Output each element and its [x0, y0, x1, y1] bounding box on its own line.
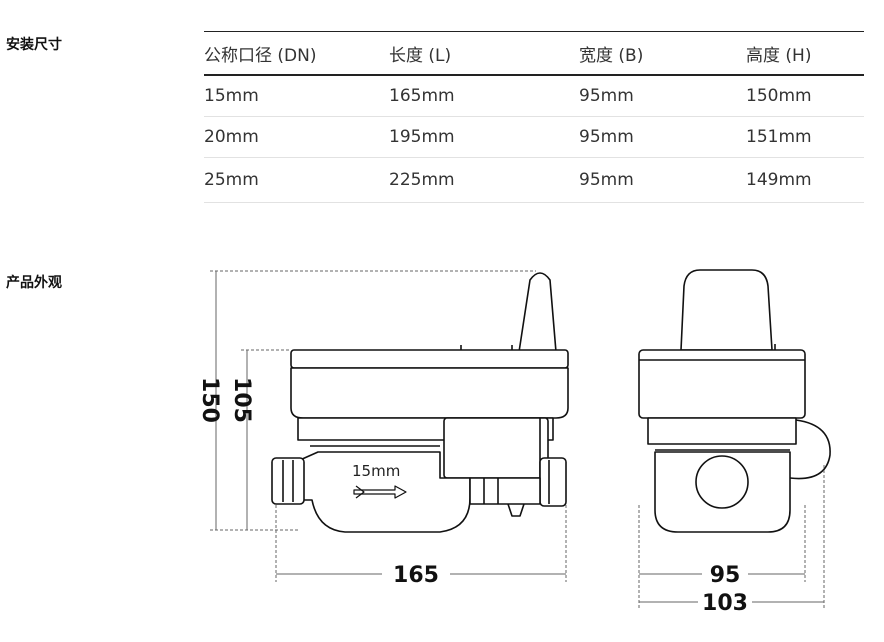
- cell-length: 195mm: [389, 116, 579, 158]
- cell-height: 151mm: [746, 116, 864, 158]
- cell-dn: 20mm: [204, 116, 389, 158]
- table-row: 20mm 195mm 95mm 151mm: [204, 116, 864, 158]
- side-view-meter: [271, 272, 569, 533]
- dim-length: 165: [393, 563, 439, 588]
- header-height: 高度 (H): [746, 31, 864, 76]
- cell-width: 95mm: [579, 75, 746, 117]
- flow-size-label: 15mm: [352, 462, 400, 480]
- dim-width-with-cable: 103: [702, 591, 748, 616]
- table-header-row: 公称口径 (DN) 长度 (L) 宽度 (B) 高度 (H): [204, 31, 864, 76]
- front-view-meter: [638, 269, 831, 533]
- dim-height-body: 105: [229, 377, 254, 423]
- header-nominal-diameter: 公称口径 (DN): [204, 31, 389, 76]
- cell-length: 225mm: [389, 157, 579, 203]
- header-length: 长度 (L): [389, 31, 579, 76]
- dim-height-total: 150: [197, 377, 222, 423]
- front-dimension-lines: [638, 465, 825, 608]
- dim-width: 95: [710, 563, 741, 588]
- install-dimensions-title: 安装尺寸: [6, 37, 62, 53]
- cell-height: 149mm: [746, 157, 864, 203]
- cell-dn: 25mm: [204, 157, 389, 203]
- dimensions-table: 公称口径 (DN) 长度 (L) 宽度 (B) 高度 (H) 15mm 165m…: [204, 31, 864, 203]
- side-dimension-lines: [210, 270, 567, 582]
- product-appearance-title: 产品外观: [6, 275, 62, 291]
- table-row: 15mm 165mm 95mm 150mm: [204, 75, 864, 117]
- cell-length: 165mm: [389, 75, 579, 117]
- cell-width: 95mm: [579, 157, 746, 203]
- cell-dn: 15mm: [204, 75, 389, 117]
- cell-height: 150mm: [746, 75, 864, 117]
- cell-width: 95mm: [579, 116, 746, 158]
- header-width: 宽度 (B): [579, 31, 746, 76]
- table-row: 25mm 225mm 95mm 149mm: [204, 157, 864, 203]
